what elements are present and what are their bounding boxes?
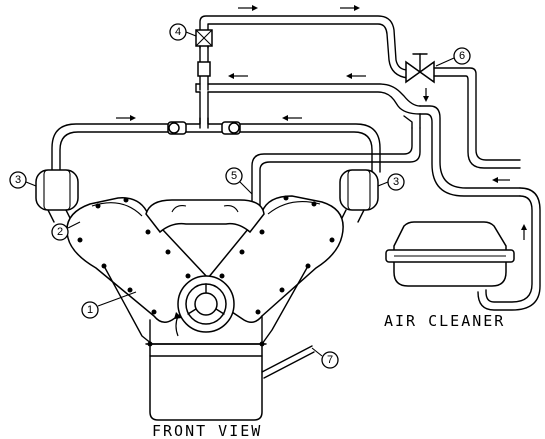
pipe-5 [251,113,421,211]
callout-3-right-label: 3 [393,176,399,188]
callout-1-label: 1 [87,304,93,316]
air-cleaner-feed-pipe [419,105,521,197]
air-cleaner-icon [385,221,515,287]
fitting-4-icon [195,29,213,47]
air-cleaner-caption: AIR CLEANER [384,312,505,330]
upper-crossover-pipe [195,83,421,115]
callout-6: 6 [435,47,471,67]
flow-arrows [116,5,527,240]
top-vent-pipe [199,15,409,79]
callout-3-left-label: 3 [15,174,21,186]
callout-1: 1 [81,291,137,319]
callout-3-right: 3 [377,173,405,191]
callout-2-label: 2 [57,226,63,238]
breather-crossover-pipe [51,117,381,173]
breather-3-left-icon [35,169,79,223]
callout-5-label: 5 [231,170,237,182]
callout-5: 5 [225,167,253,195]
callout-6-label: 6 [459,50,465,62]
callout-4: 4 [169,23,197,41]
lower-tee-pipe [199,91,209,129]
air-cleaner-return-pipe [477,187,541,311]
breather-3-right-icon [339,169,379,223]
head-bolts [77,195,335,347]
callout-7: 7 [311,347,339,369]
callout-2: 2 [51,221,81,241]
callout-7-label: 7 [327,354,333,366]
crossover-connectors [167,121,241,135]
callout-4-label: 4 [175,26,181,38]
valve-6-icon [405,53,521,169]
v-engine-block [66,195,344,421]
vertical-stem-pipe [197,45,211,91]
front-view-caption: FRONT VIEW [152,422,262,439]
callout-3-left: 3 [9,171,37,189]
